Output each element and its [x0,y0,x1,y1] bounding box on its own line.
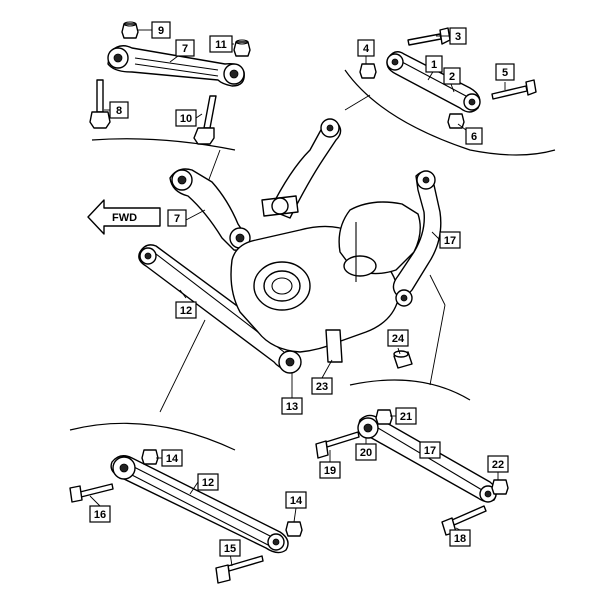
svg-text:23: 23 [316,381,328,393]
callout-17-detail: 17 [419,441,441,459]
nut-4 [359,63,377,79]
callout-10: 10 [175,109,197,127]
callout-3: 3 [449,27,467,45]
svg-text:10: 10 [180,113,192,125]
nut-21 [375,409,393,425]
svg-text:9: 9 [158,25,164,37]
callout-1: 1 [425,55,443,73]
callout-14-upper: 14 [161,449,183,467]
main-suspension-assembly [138,118,442,374]
callout-22: 22 [487,455,509,473]
svg-text:5: 5 [502,67,508,79]
nut-22 [491,479,509,495]
upper-control-arm-detail [107,45,245,87]
svg-text:18: 18 [454,533,466,545]
svg-text:14: 14 [166,453,179,465]
callout-23: 23 [311,377,333,395]
svg-text:17: 17 [444,235,456,247]
bolt-10 [193,95,217,145]
callout-leaders [89,29,506,567]
detail-leader-17b [429,304,446,386]
detail-arc-bottom-left [69,422,236,451]
svg-text:24: 24 [392,333,405,345]
callout-6: 6 [465,127,483,145]
svg-text:17: 17 [424,445,436,457]
svg-text:15: 15 [224,543,236,555]
svg-text:2: 2 [449,71,455,83]
bushing-24 [393,350,413,369]
svg-text:20: 20 [360,447,372,459]
callout-7-main: 7 [167,209,187,227]
bolt-3 [407,27,451,46]
bolt-5 [491,79,537,100]
svg-text:4: 4 [363,43,370,55]
callout-5: 5 [495,63,515,81]
callout-12-detail: 12 [197,473,219,491]
callout-2: 2 [443,67,461,85]
detail-arc-top-right [344,69,556,156]
upper-link-detail [386,51,481,113]
callout-15: 15 [219,539,241,557]
trailing-link-detail [357,414,497,503]
svg-text:1: 1 [431,59,437,71]
bolt-19 [315,431,360,459]
callout-7-top: 7 [175,39,195,57]
svg-text:21: 21 [400,411,412,423]
forward-direction-label: FWD [112,212,137,224]
svg-text:11: 11 [215,39,227,51]
callout-16: 16 [89,505,111,523]
svg-text:12: 12 [202,477,214,489]
callout-17-main: 17 [439,231,461,249]
detail-arc-top-left [91,138,236,151]
bolt-8 [89,79,111,129]
callout-11: 11 [209,35,233,53]
svg-text:7: 7 [174,213,180,225]
callout-14-lower: 14 [285,491,307,509]
callout-12-main: 12 [175,301,197,319]
nut-9 [121,21,139,39]
bolt-16 [69,483,114,503]
svg-text:13: 13 [286,401,298,413]
svg-text:8: 8 [116,105,122,117]
nut-14-lower [285,521,303,537]
callout-9: 9 [151,21,171,39]
svg-text:14: 14 [290,495,303,507]
svg-text:22: 22 [492,459,504,471]
callout-13: 13 [281,397,303,415]
callout-19: 19 [319,461,341,479]
svg-text:3: 3 [455,31,461,43]
svg-text:16: 16 [94,509,106,521]
callout-21: 21 [395,407,417,425]
forward-direction-arrow: FWD [87,199,161,235]
callout-8: 8 [109,101,129,119]
detail-leader-17 [429,274,446,306]
detail-arc-bottom-right [349,379,471,401]
svg-text:7: 7 [182,43,188,55]
callout-18: 18 [449,529,471,547]
detail-leader-top-right [344,94,371,111]
svg-text:6: 6 [471,131,477,143]
nut-14-upper [141,449,159,465]
bolt-15 [215,555,264,584]
nut-6 [447,113,465,129]
svg-text:12: 12 [180,305,192,317]
callout-20: 20 [355,443,377,461]
callout-24: 24 [387,329,409,347]
lower-lateral-link-detail [110,455,289,554]
nut-11 [233,39,251,57]
svg-text:19: 19 [324,465,336,477]
detail-leader-12 [159,319,206,413]
callout-4: 4 [357,39,375,57]
